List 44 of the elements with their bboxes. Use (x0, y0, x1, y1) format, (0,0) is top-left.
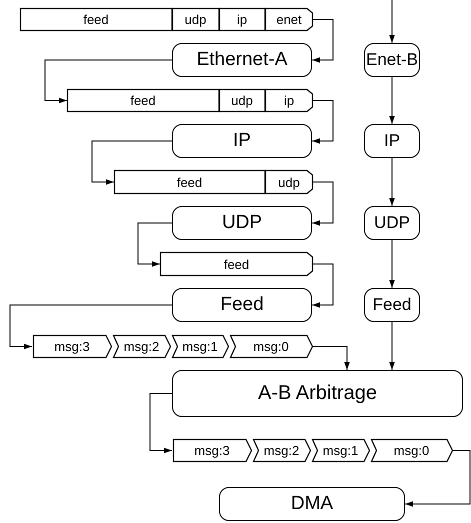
process-box: UDP (364, 206, 420, 240)
arrow (404, 450, 470, 507)
arrow (92, 140, 172, 185)
process-box: Feed (172, 288, 312, 322)
message-slot: msg:0 (370, 439, 453, 462)
message-slot: msg:2 (252, 439, 311, 462)
header-field: udp (172, 8, 219, 31)
header-field: ip (265, 89, 313, 112)
arrow (312, 19, 334, 63)
header-field: udp (219, 89, 265, 112)
arrow (312, 182, 334, 226)
message-slot: msg:0 (229, 335, 313, 358)
arrow (312, 100, 334, 144)
process-box: DMA (219, 487, 405, 521)
message-slot: msg:1 (311, 439, 370, 462)
arrow (312, 346, 350, 370)
arrow (389, 0, 395, 44)
process-box: A-B Arbitrage (172, 370, 463, 417)
message-slot: msg:2 (112, 335, 171, 358)
process-box: Feed (364, 288, 420, 322)
header-field: feed (114, 170, 265, 194)
process-box: IP (172, 124, 312, 158)
arrow (138, 222, 172, 267)
header-field: feed (160, 252, 313, 276)
process-box: Enet-B (364, 43, 420, 77)
message-slot: msg:1 (171, 335, 229, 358)
message-slot: msg:3 (32, 335, 112, 358)
arrow (150, 393, 172, 454)
arrow (10, 304, 172, 350)
header-field: udp (265, 170, 313, 194)
process-box: IP (364, 124, 420, 158)
arrow (44, 60, 172, 104)
header-field: ip (219, 8, 265, 31)
header-field: feed (20, 8, 172, 31)
arrow (389, 76, 395, 124)
message-slot: msg:3 (172, 439, 252, 462)
arrow (312, 264, 334, 308)
arrow (389, 240, 395, 288)
header-field: enet (265, 8, 313, 31)
header-field: feed (67, 89, 219, 112)
process-box: UDP (172, 206, 312, 240)
arrow (389, 322, 395, 370)
process-box: Ethernet-A (172, 43, 312, 77)
arrow (389, 158, 395, 206)
